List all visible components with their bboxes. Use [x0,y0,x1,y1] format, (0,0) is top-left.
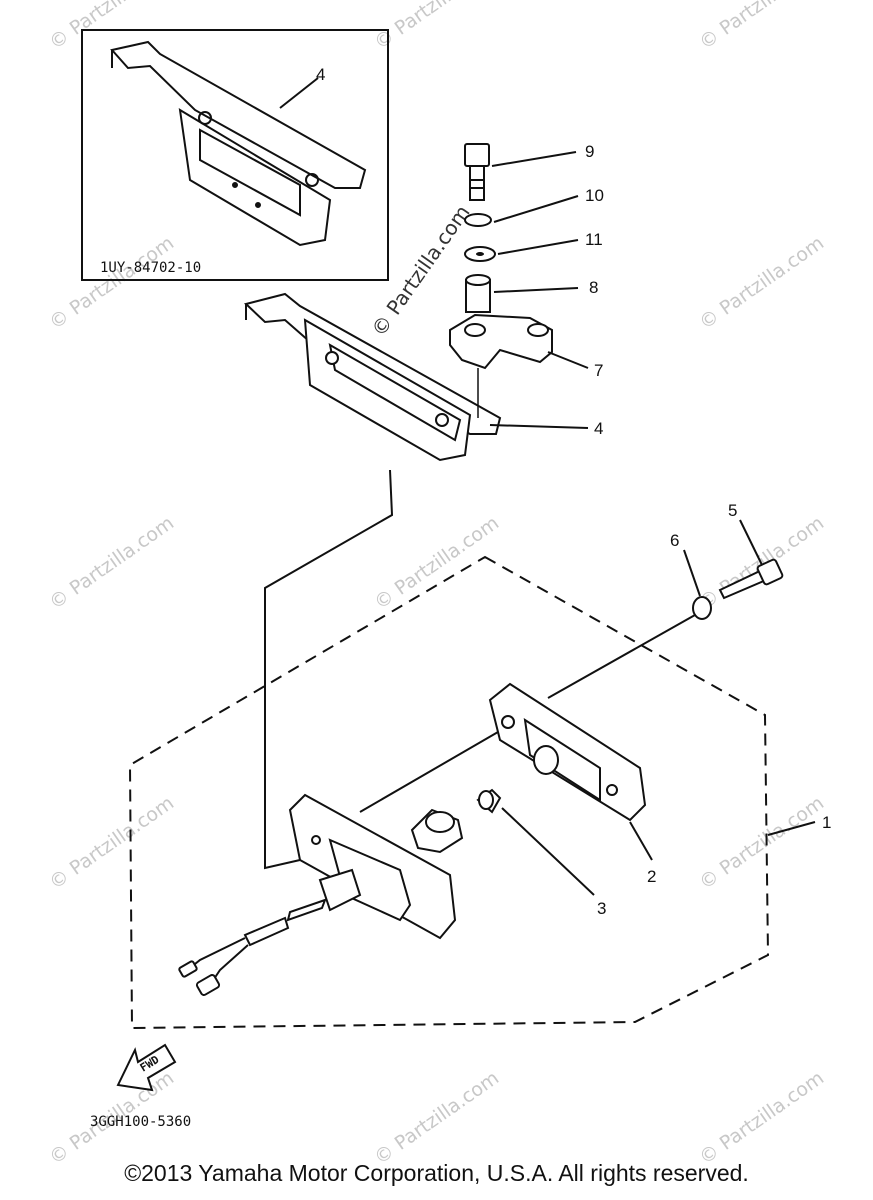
callout-9: 9 [585,142,594,161]
watermark: © Partzilla.com [45,792,178,894]
watermark: © Partzilla.com [695,1067,828,1169]
callout-6: 6 [670,531,679,550]
socket [410,808,464,854]
callout-10: 10 [585,186,604,205]
watermark: © Partzilla.com [370,0,503,54]
watermark: © Partzilla.com [695,792,828,894]
assembly-boundary [128,555,770,1030]
callout-1: 1 [822,813,831,832]
wire-harness [178,898,327,996]
fwd-arrow [116,1043,177,1092]
lamp-housing [288,793,457,940]
copyright-notice: ©2013 Yamaha Motor Corporation, U.S.A. A… [124,1160,749,1186]
callout-8: 8 [589,278,598,297]
leader-11 [497,239,579,255]
watermark: © Partzilla.com [370,512,503,614]
callout-4-inset: 4 [316,65,325,84]
bracket [243,292,502,462]
watermark: © Partzilla.com [370,1067,503,1169]
washer-10 [464,213,492,227]
leader-2 [629,821,653,861]
callout-3: 3 [597,899,606,918]
inset-box [81,29,389,281]
bulb-3 [476,788,502,814]
watermark: © Partzilla.com [45,512,178,614]
watermarks: © Partzilla.com © Partzilla.com © Partzi… [45,0,828,1169]
leader-7 [547,351,589,369]
assembly-line [264,469,394,870]
bolt-9 [464,143,490,201]
callout-5: 5 [728,501,737,520]
lens-2 [488,682,647,822]
collar-8 [465,274,491,313]
watermark: © Partzilla.com [695,0,828,54]
screw-5 [718,558,784,600]
leader-5 [739,519,763,566]
callout-2: 2 [647,867,656,886]
watermark: © Partzilla.com [45,0,178,54]
leader-9 [491,151,577,167]
leader-1 [767,821,816,836]
callout-4: 4 [594,419,603,438]
bracket-7 [449,313,553,370]
watermark: © Partzilla.com [695,232,828,334]
callout-11: 11 [585,230,603,249]
washer-6 [692,596,712,620]
callout-7: 7 [594,361,603,380]
leader-4 [489,424,589,429]
watermark: © Partzilla.com [45,232,178,334]
leader-8 [493,287,579,293]
watermark-center: © Partzilla.com [366,201,474,341]
leader-6 [683,549,701,597]
leader-10 [493,195,579,223]
figure-code: 3GGH100-5360 [90,1114,191,1130]
leader-3 [501,807,595,896]
inset-part-code: 1UY-84702-10 [100,260,201,276]
